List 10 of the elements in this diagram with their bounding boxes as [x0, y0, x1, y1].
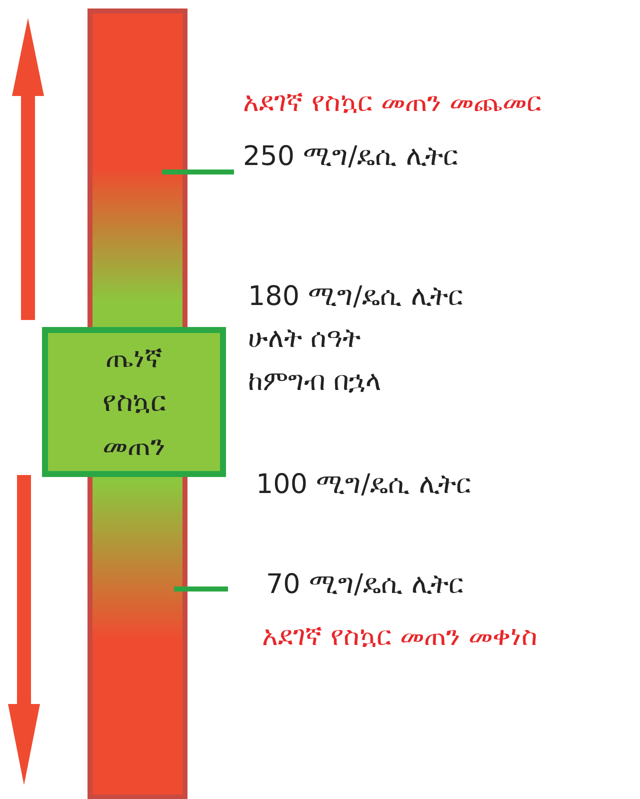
warning-label: አደገኛ የስኳር መጠን መቀነስ — [262, 620, 538, 654]
threshold-label: 100 ሚግ/ዴሲ ሊትር — [256, 468, 471, 502]
note-label: ሁለት ሰዓት — [248, 322, 361, 356]
threshold-label: 250 ሚግ/ዴሲ ሊትር — [243, 140, 458, 174]
note-label: ከምግብ በኋላ — [248, 365, 382, 399]
range-box — [42, 327, 226, 477]
threshold-label: 70 ሚግ/ዴሲ ሊትር — [266, 568, 464, 602]
range-label: ጤነኛ የስኳር መጠን — [102, 340, 166, 464]
warning-label: አደገኛ የስኳር መጠን መጨመር — [243, 86, 542, 120]
threshold-label: 180 ሚግ/ዴሲ ሊትር — [248, 280, 463, 314]
